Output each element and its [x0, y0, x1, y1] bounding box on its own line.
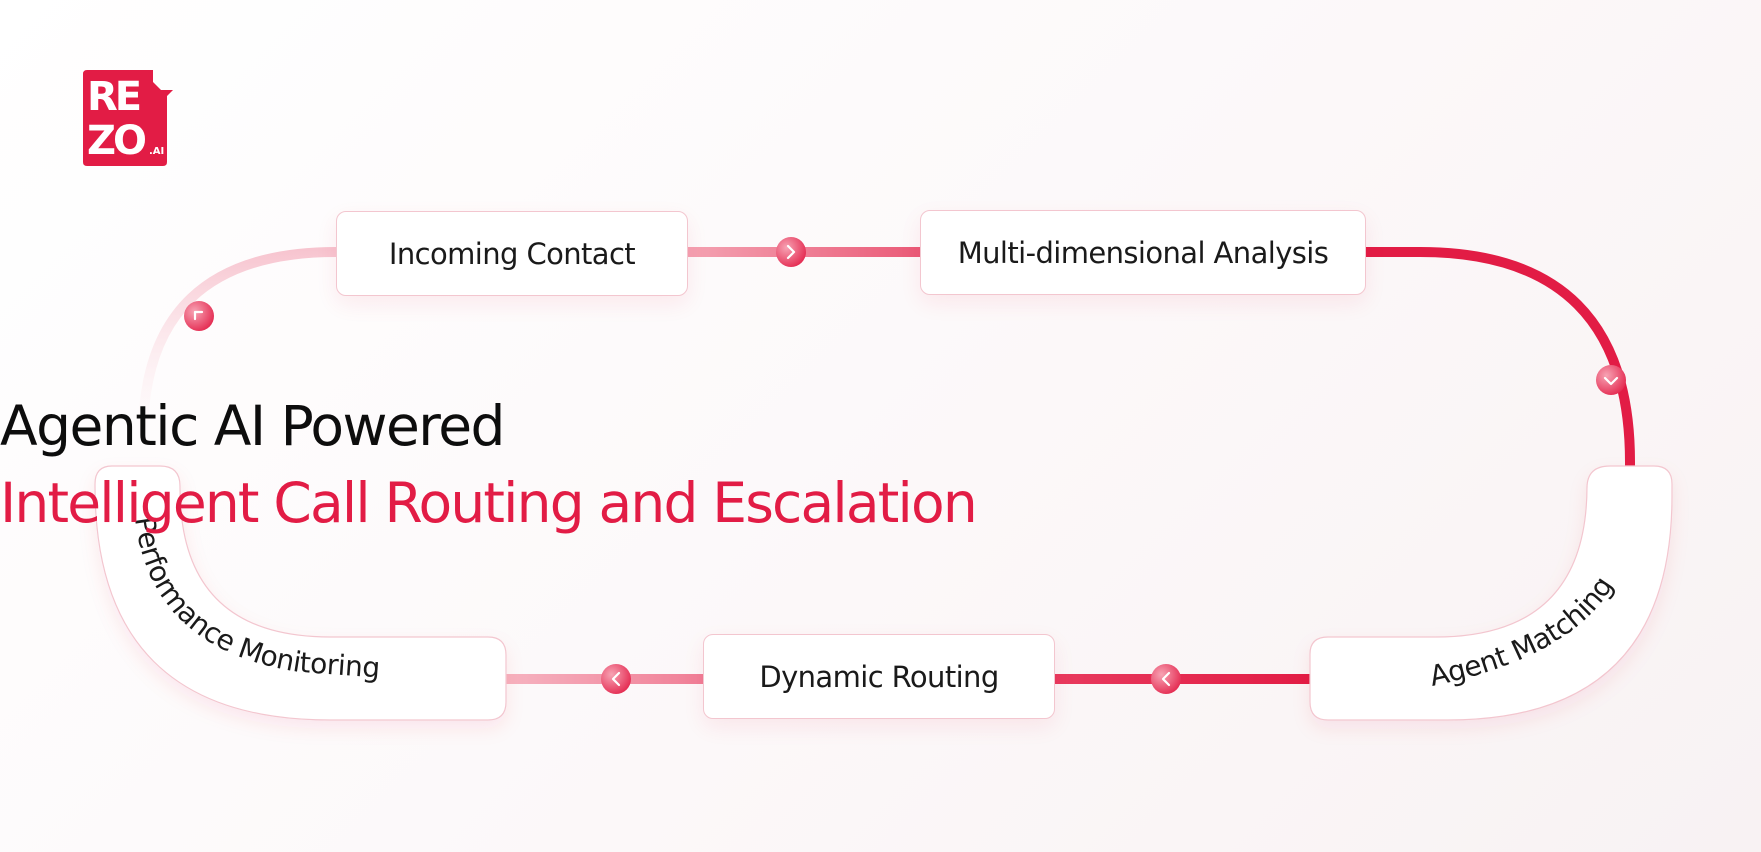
step-label-dynamic-routing: Dynamic Routing: [759, 659, 999, 694]
title-line-1: Agentic AI Powered: [0, 394, 505, 458]
agent-matching-card: [1309, 465, 1673, 721]
step-box-multi-dimensional-analysis: Multi-dimensional Analysis: [920, 210, 1366, 295]
chevron-left-icon: [1151, 664, 1181, 694]
rezo-logo: RE ZO .AI: [83, 70, 173, 166]
chevron-down-icon: [1596, 365, 1626, 395]
step-label-multi-dimensional-analysis: Multi-dimensional Analysis: [957, 235, 1329, 270]
performance-monitoring-card: [94, 465, 507, 721]
title-line-2: Intelligent Call Routing and Escalation: [0, 471, 978, 535]
step-label-incoming-contact: Incoming Contact: [388, 236, 636, 271]
logo-line1: RE: [87, 74, 140, 120]
connector-left-arc: [138, 247, 341, 473]
svg-text:.AI: .AI: [149, 146, 164, 157]
connector-right-arc: [1366, 247, 1635, 468]
step-box-incoming-contact: Incoming Contact: [336, 211, 688, 296]
svg-text:ZO: ZO: [87, 118, 145, 164]
logo-suffix: .AI: [149, 146, 164, 157]
chevron-up-icon: [184, 301, 214, 331]
svg-text:RE: RE: [87, 74, 140, 120]
chevron-right-icon: [776, 237, 806, 267]
step-box-dynamic-routing: Dynamic Routing: [703, 634, 1055, 719]
logo-line2: ZO: [87, 118, 145, 164]
chevron-left-icon: [601, 664, 631, 694]
